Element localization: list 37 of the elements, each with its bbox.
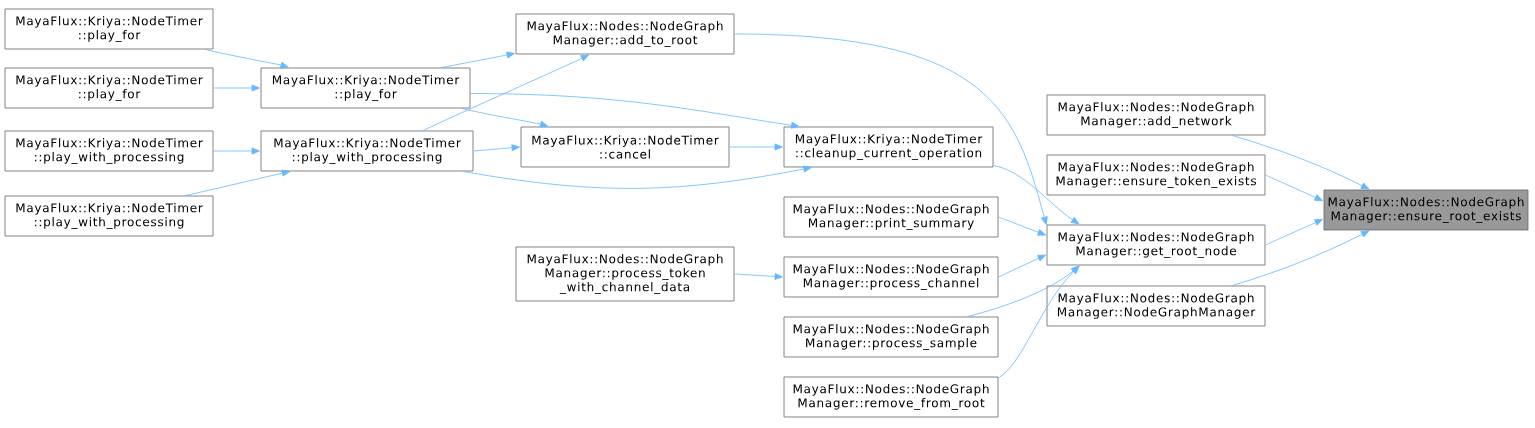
function-box: MayaFlux::Kriya::NodeTimer ::play_with_processing: [4, 130, 214, 172]
function-box: MayaFlux::Kriya::NodeTimer ::play_for: [4, 67, 214, 109]
arrow: [204, 49, 289, 69]
function-box: MayaFlux::Nodes::NodeGraph Manager::print_summary: [783, 196, 999, 238]
function-box: MayaFlux::Kriya::NodeTimer ::play_for: [4, 8, 214, 50]
arrow: [461, 108, 549, 128]
function-box: MayaFlux::Kriya::NodeTimer ::play_for: [260, 67, 471, 109]
function-box: MayaFlux::Nodes::NodeGraph Manager::process_token _with_channel_data: [515, 246, 735, 302]
arrow: [993, 165, 1080, 225]
function-box: MayaFlux::Nodes::NodeGraph Manager::process_channel: [783, 256, 999, 298]
function-box: MayaFlux::Kriya::NodeTimer ::cancel: [520, 126, 730, 168]
function-box: MayaFlux::Nodes::NodeGraph Manager::add_network: [1046, 94, 1266, 136]
arrow: [462, 165, 812, 189]
arrow: [998, 216, 1046, 236]
function-box: MayaFlux::Nodes::NodeGraph Manager::add_to_root: [515, 13, 735, 55]
arrow: [470, 93, 800, 129]
function-box: MayaFlux::Kriya::NodeTimer ::cleanup_current_operation: [783, 126, 994, 168]
arrow: [184, 169, 291, 196]
function-box: MayaFlux::Nodes::NodeGraph Manager::ensure_token_exists: [1046, 154, 1266, 196]
function-box: MayaFlux::Nodes::NodeGraph Manager::ensure_root_exists: [1323, 189, 1529, 231]
arrow: [213, 84, 260, 92]
arrow: [729, 143, 783, 151]
function-box: MayaFlux::Kriya::NodeTimer ::play_with_processing: [4, 195, 214, 237]
arrow: [998, 265, 1080, 379]
arrow: [441, 51, 515, 68]
function-box: MayaFlux::Kriya::NodeTimer ::play_with_processing: [260, 130, 474, 172]
function-box: MayaFlux::Nodes::NodeGraph Manager::remove_from_root: [783, 376, 999, 418]
arrow: [1265, 219, 1323, 246]
arrow: [213, 147, 260, 155]
arrow: [734, 33, 1048, 226]
function-box: MayaFlux::Nodes::NodeGraph Manager::NodeGraphManager: [1046, 285, 1266, 327]
arrow: [473, 144, 520, 152]
arrow: [1265, 174, 1323, 201]
function-box: MayaFlux::Nodes::NodeGraph Manager::get_root_node: [1046, 224, 1266, 266]
arrow: [734, 273, 783, 280]
arrow: [998, 254, 1046, 278]
function-box: MayaFlux::Nodes::NodeGraph Manager::process_sample: [783, 316, 999, 358]
